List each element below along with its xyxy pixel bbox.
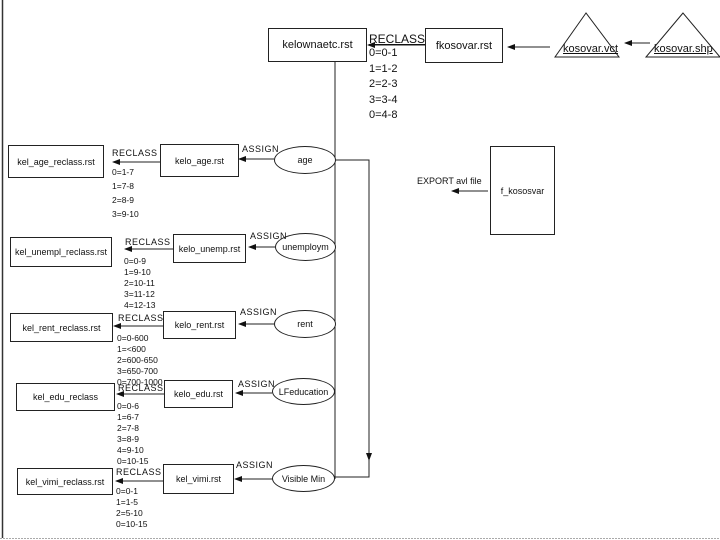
triangle-vct [554,12,620,58]
rule: 2=5-10 [116,508,143,518]
raster-kel-age-reclass[interactable]: kel_age_reclass.rst [8,145,104,178]
rule: 1=1-5 [116,497,138,507]
rule: 3=650-700 [117,366,158,376]
rule: 0=700-1000 [117,377,163,387]
reclass-label: RECLASS [125,237,171,247]
rule: 3=8-9 [117,434,139,444]
reclass-label: RECLASS [116,467,162,477]
reclass-label: RECLASS [118,383,164,393]
raster-kel-unempl-reclass[interactable]: kel_unempl_reclass.rst [10,237,112,267]
rule: 2=10-11 [124,278,155,288]
raster-kelownaetc[interactable]: kelownaetc.rst [268,28,367,62]
raster-kel-rent-reclass[interactable]: kel_rent_reclass.rst [10,313,113,342]
rule: 1=6-7 [117,412,139,422]
raster-kel-vimi[interactable]: kel_vimi.rst [163,464,234,494]
reclass-rules-edu: 0=0-6 1=6-7 2=7-8 3=8-9 4=9-10 0=10-15 [117,401,148,467]
variable-lfeducation[interactable]: LFeducation [272,378,335,405]
assign-label: ASSIGN [238,379,276,389]
rule: 4=12-13 [124,300,156,310]
vector-kosovar-vct[interactable]: kosovar.vct [563,43,619,55]
reclass-label-top: RECLASS [369,32,426,46]
rule: 0=0-9 [124,256,146,266]
variable-rent[interactable]: rent [274,310,336,338]
reclass-label: RECLASS [118,313,164,323]
reclass-rules-vimi: 0=0-1 1=1-5 2=5-10 0=10-15 [116,486,147,530]
reclass-rules-unemp: 0=0-9 1=9-10 2=10-11 3=11-12 4=12-13 [124,256,155,311]
raster-fkosovar[interactable]: fkosovar.rst [425,28,503,63]
assign-label: ASSIGN [242,144,280,154]
raster-kelo-rent[interactable]: kelo_rent.rst [163,311,236,339]
loop-line [335,159,370,478]
rule: 3=11-12 [124,289,155,299]
assign-label: ASSIGN [236,460,274,470]
rule: 2=7-8 [117,423,139,433]
rule: 0=0-1 [369,47,398,59]
variable-unemploym[interactable]: unemploym [275,233,336,261]
rule: 0=0-1 [116,486,138,496]
rule: 0=4-8 [369,109,398,121]
rule: 2=600-650 [117,355,158,365]
triangle-shp [644,12,720,58]
assign-label: ASSIGN [240,307,278,317]
rule: 3=3-4 [369,93,398,106]
vector-kosovar-shp[interactable]: kosovar.shp [654,43,713,55]
rule: 4=9-10 [117,445,144,455]
rule: 0=0-6 [117,401,139,411]
raster-kelo-age[interactable]: kelo_age.rst [160,144,239,177]
export-label: EXPORT avl file [417,176,482,186]
reclass-rules-top: 0=0-1 1=1-2 2=2-3 3=3-4 0=4-8 [369,46,397,124]
rule: 0=10-15 [117,456,149,466]
reclass-rules-age: 0=1-7 1=7-8 2=8-9 3=9-10 [112,165,139,221]
assign-label: ASSIGN [250,231,288,241]
reclass-label: RECLASS [112,148,158,158]
rule: 2=2-3 [369,78,398,90]
rule: 3=9-10 [112,209,139,219]
rule: 1=1-2 [369,62,398,75]
rule: 1=9-10 [124,267,151,277]
raster-kel-edu-reclass[interactable]: kel_edu_reclass [16,383,115,411]
rule: 1=7-8 [112,181,134,191]
rule: 1=<600 [117,344,146,354]
rule: 2=8-9 [112,195,134,205]
raster-kelo-edu[interactable]: kelo_edu.rst [164,380,233,408]
raster-kelo-unemp[interactable]: kelo_unemp.rst [173,234,246,263]
rule: 0=0-600 [117,333,149,343]
export-box[interactable]: f_kososvar [490,146,555,235]
variable-visible-min[interactable]: Visible Min [272,465,335,492]
reclass-rules-rent: 0=0-600 1=<600 2=600-650 3=650-700 0=700… [117,333,163,388]
rule: 0=1-7 [112,167,134,177]
raster-kel-vimi-reclass[interactable]: kel_vimi_reclass.rst [17,468,113,495]
rule: 0=10-15 [116,519,148,529]
variable-age[interactable]: age [274,146,336,174]
